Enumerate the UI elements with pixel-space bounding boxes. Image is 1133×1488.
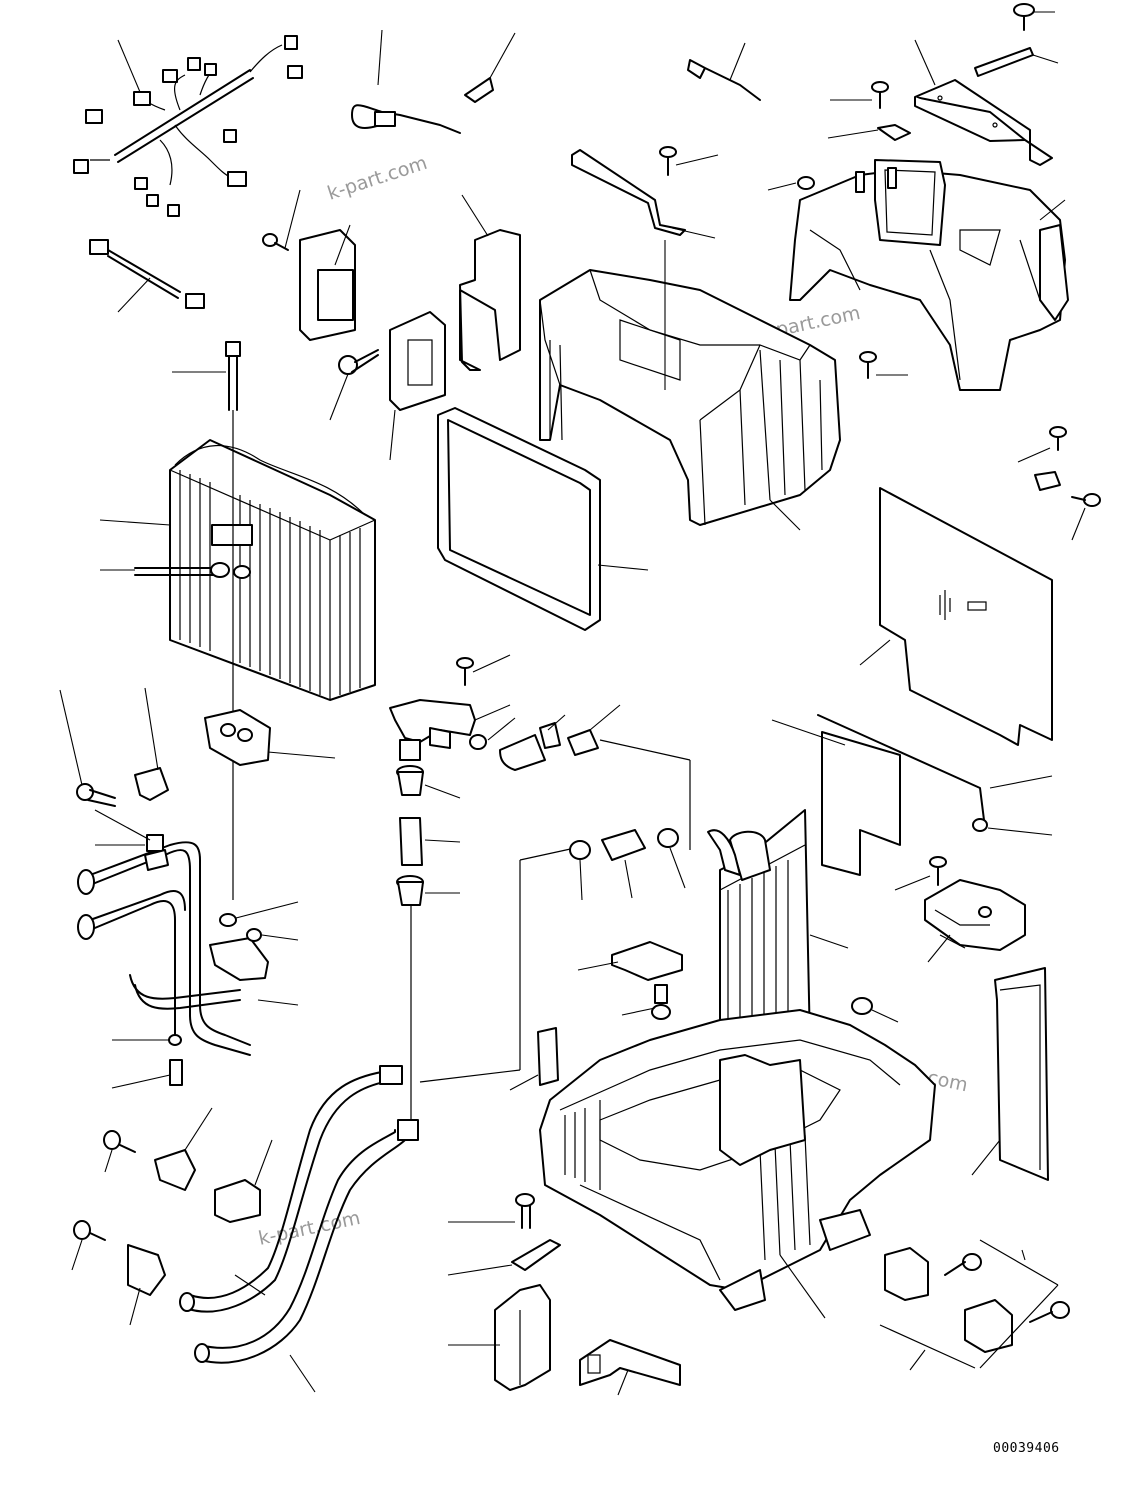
heater-pipe (179, 847, 576, 1393)
thermo-probe (100, 562, 251, 579)
wiring-harness (73, 35, 303, 217)
link-rod (817, 714, 1053, 836)
refrigerant-pipes (77, 841, 299, 1056)
seal-gasket (437, 407, 649, 631)
pipe-clip-1 (103, 1107, 213, 1191)
blower-housing (789, 159, 1069, 391)
water-valve (389, 654, 511, 761)
lower-housing-case (539, 1009, 936, 1319)
rubber-cap (851, 997, 899, 1023)
sensor-box (214, 1139, 273, 1223)
cable-tie (974, 47, 1059, 77)
angle-bracket (579, 1339, 681, 1396)
wire-clamp (447, 1239, 561, 1276)
thermistor-sensor (351, 29, 461, 134)
duct-stay (459, 194, 521, 371)
duct-bracket-lower (448, 1284, 551, 1391)
hose-clamp-set (469, 704, 621, 771)
resistor-set (879, 1239, 1070, 1371)
screw-left (262, 189, 379, 421)
screw-set-a (659, 81, 911, 191)
upper-housing-cover (539, 240, 841, 531)
pipe-clamp-bolt (59, 687, 169, 871)
clip-holder (509, 1027, 559, 1091)
heater-hose-set (569, 828, 686, 901)
seal-strip (771, 719, 901, 876)
screw (1013, 3, 1055, 31)
watermark-4: k-part.com (256, 1207, 362, 1250)
evaporator-core (99, 439, 376, 701)
filter-panel (859, 487, 1053, 746)
screw-set-b (859, 351, 1101, 541)
connector-plug (687, 42, 761, 101)
vertical-hose (396, 765, 461, 1130)
pipe-clip-2 (71, 1220, 166, 1326)
long-bolt (172, 341, 241, 900)
sub-harness (89, 239, 205, 313)
side-duct-panel (971, 967, 1049, 1181)
clip (464, 32, 516, 103)
drawing-number: 00039406 (993, 1441, 1060, 1456)
watermark-1: k-part.com (325, 152, 430, 205)
pressure-switch (111, 1034, 183, 1089)
expansion-valve (204, 709, 336, 766)
sensor-bracket (299, 224, 356, 341)
mounting-plate (389, 311, 446, 461)
lower-bolt (448, 1193, 535, 1229)
servo-actuator (894, 856, 1026, 963)
bracket-strip (571, 149, 716, 239)
support-bracket (577, 941, 683, 1020)
mounting-bracket-top (914, 39, 1053, 166)
